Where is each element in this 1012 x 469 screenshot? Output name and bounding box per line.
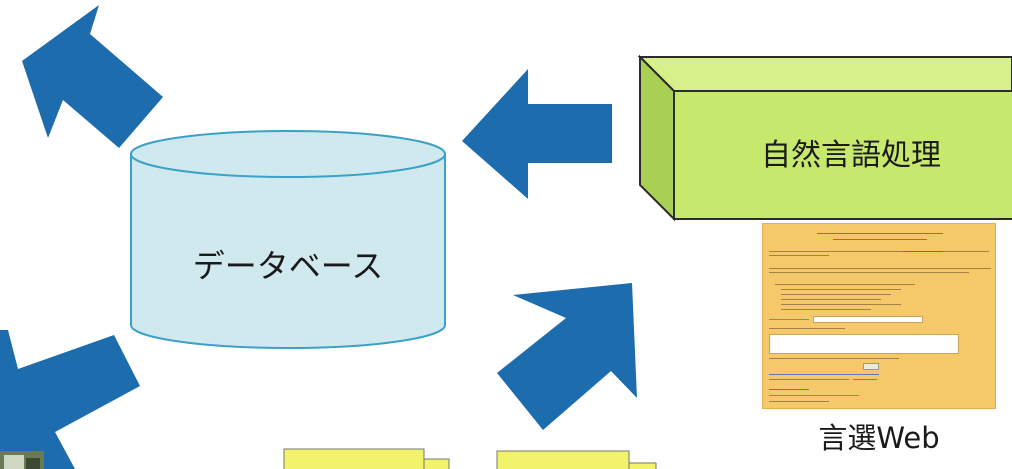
box-3d-icon xyxy=(637,54,1012,222)
database-icon xyxy=(130,130,446,349)
arrow-left-icon xyxy=(462,69,612,199)
database-label: データベース xyxy=(193,247,383,285)
folder-icon xyxy=(283,448,450,469)
web-thumbnail xyxy=(762,223,996,409)
arrow-up-right-icon xyxy=(497,283,637,430)
thumbnail-partial-icon xyxy=(0,451,44,469)
arrow-down-left-icon xyxy=(0,330,140,469)
folder-icon xyxy=(496,450,657,469)
web-label: 言選Web xyxy=(818,421,939,455)
arrow-up-left-icon xyxy=(22,5,163,148)
nlp-box-label: 自然言語処理 xyxy=(761,138,941,173)
